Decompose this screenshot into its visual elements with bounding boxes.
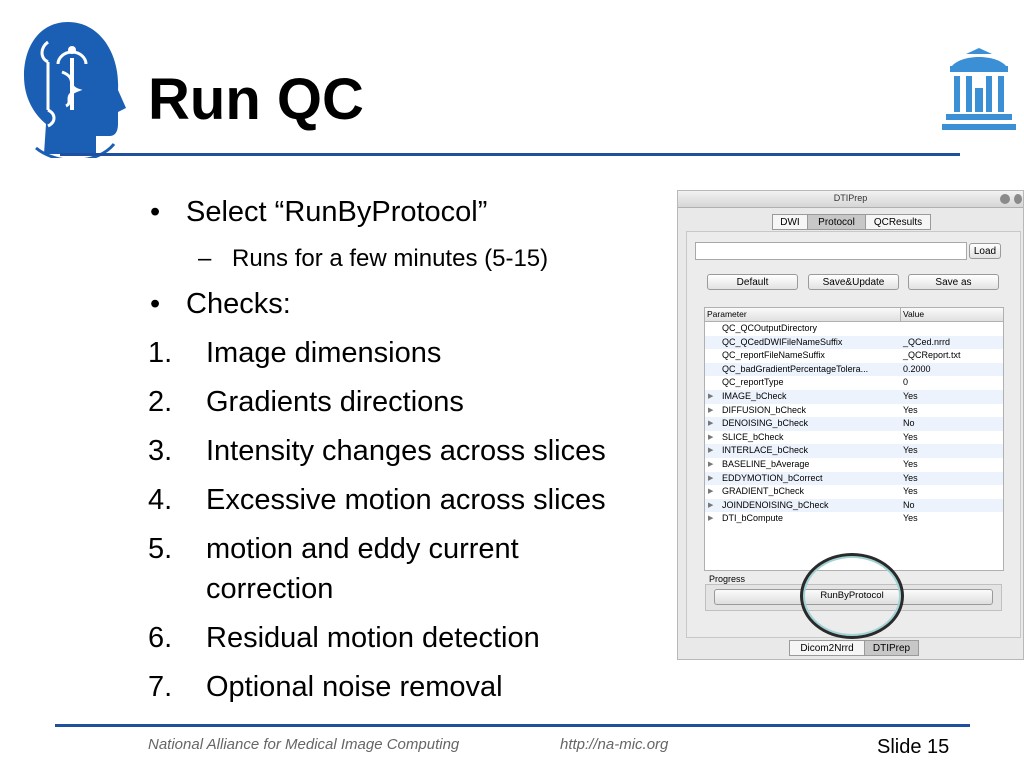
- column-header-value[interactable]: Value: [903, 309, 925, 319]
- parameter-cell: QC_reportFileNameSuffix: [722, 350, 825, 361]
- parameter-cell: JOINDENOISING_bCheck: [722, 499, 829, 510]
- table-row[interactable]: ▶ GRADIENT_bCheck Yes: [705, 485, 1003, 499]
- table-row[interactable]: ▶ DENOISING_bCheck No: [705, 417, 1003, 431]
- table-row[interactable]: QC_badGradientPercentageTolera... 0.2000: [705, 362, 1003, 377]
- dtiprep-window: DTIPrep DWI Protocol QCResults Load Defa…: [677, 190, 1024, 660]
- window-title: DTIPrep: [833, 193, 868, 203]
- progress-label: Progress: [709, 574, 746, 584]
- value-cell[interactable]: Yes: [903, 404, 918, 415]
- expand-arrow-icon[interactable]: ▶: [708, 420, 714, 428]
- window-titlebar: DTIPrep: [678, 191, 1023, 208]
- table-row[interactable]: ▶ BASELINE_bAverage Yes: [705, 458, 1003, 472]
- save-update-button[interactable]: Save&Update: [808, 274, 899, 290]
- value-cell[interactable]: _QCed.nrrd: [903, 336, 951, 347]
- column-header-parameter[interactable]: Parameter: [707, 309, 747, 319]
- parameter-cell: SLICE_bCheck: [722, 431, 784, 442]
- highlight-circle: [800, 553, 904, 639]
- tab-qcresults[interactable]: QCResults: [865, 214, 931, 230]
- window-minimize-icon[interactable]: [1000, 194, 1010, 204]
- value-cell[interactable]: Yes: [903, 513, 918, 524]
- slicer-head-logo-icon: [24, 22, 126, 158]
- window-close-icon[interactable]: [1014, 194, 1022, 204]
- footer-divider: [55, 724, 970, 727]
- footer-url[interactable]: http://na-mic.org: [560, 736, 669, 753]
- value-cell[interactable]: Yes: [903, 459, 918, 469]
- parameter-cell: IMAGE_bCheck: [722, 391, 787, 401]
- unc-old-well-logo-icon: [942, 48, 1016, 130]
- parameter-cell: INTERLACE_bCheck: [722, 445, 809, 456]
- expand-arrow-icon[interactable]: ▶: [708, 474, 714, 482]
- expand-arrow-icon[interactable]: ▶: [708, 501, 714, 509]
- value-cell[interactable]: _QCReport.txt: [903, 350, 961, 361]
- save-as-button[interactable]: Save as: [908, 274, 999, 290]
- value-cell[interactable]: No: [903, 499, 915, 510]
- protocol-path-input[interactable]: [695, 242, 967, 260]
- table-row[interactable]: ▶ SLICE_bCheck Yes: [705, 431, 1003, 445]
- expand-arrow-icon[interactable]: ▶: [708, 393, 714, 400]
- expand-arrow-icon[interactable]: ▶: [708, 515, 714, 523]
- load-button[interactable]: Load: [969, 243, 1001, 259]
- value-cell[interactable]: Yes: [903, 486, 918, 497]
- table-row[interactable]: QC_QCedDWIFileNameSuffix _QCed.nrrd: [705, 335, 1003, 350]
- value-cell[interactable]: 0: [903, 377, 909, 388]
- table-row[interactable]: ▶ INTERLACE_bCheck Yes: [705, 444, 1003, 458]
- value-cell[interactable]: 0.2000: [903, 363, 931, 374]
- table-row[interactable]: ▶ IMAGE_bCheck Yes: [705, 390, 1003, 404]
- parameter-cell: QC_reportType: [722, 377, 784, 388]
- table-row[interactable]: ▶ EDDYMOTION_bCorrect Yes: [705, 471, 1003, 486]
- bottom-tab-dtiprep[interactable]: DTIPrep: [864, 640, 919, 656]
- table-row[interactable]: QC_QCOutputDirectory: [705, 322, 1003, 336]
- bottom-tab-dicom2nrrd[interactable]: Dicom2Nrrd: [789, 640, 865, 656]
- parameter-cell: QC_badGradientPercentageTolera...: [722, 363, 869, 374]
- expand-arrow-icon[interactable]: ▶: [708, 406, 714, 414]
- parameter-cell: BASELINE_bAverage: [722, 459, 810, 469]
- value-cell[interactable]: Yes: [903, 445, 918, 456]
- value-cell[interactable]: Yes: [903, 391, 918, 401]
- parameter-cell: DIFFUSION_bCheck: [722, 404, 807, 415]
- expand-arrow-icon[interactable]: ▶: [708, 488, 714, 496]
- parameter-cell: DENOISING_bCheck: [722, 418, 809, 429]
- parameter-cell: DTI_bCompute: [722, 513, 784, 524]
- tab-protocol[interactable]: Protocol: [807, 214, 866, 230]
- table-row[interactable]: QC_reportFileNameSuffix _QCReport.txt: [705, 349, 1003, 363]
- expand-arrow-icon[interactable]: ▶: [708, 433, 714, 441]
- expand-arrow-icon[interactable]: ▶: [708, 461, 714, 468]
- table-row[interactable]: QC_reportType 0: [705, 376, 1003, 390]
- tab-dwi[interactable]: DWI: [772, 214, 808, 230]
- parameter-cell: GRADIENT_bCheck: [722, 486, 805, 497]
- footer-organization: National Alliance for Medical Image Comp…: [148, 736, 460, 753]
- expand-arrow-icon[interactable]: ▶: [708, 447, 714, 455]
- value-cell[interactable]: Yes: [903, 472, 918, 483]
- value-cell[interactable]: No: [903, 418, 915, 429]
- parameter-cell: EDDYMOTION_bCorrect: [722, 472, 823, 483]
- table-header: Parameter Value: [705, 308, 1003, 322]
- top-tab-bar: DWI Protocol QCResults: [678, 214, 1023, 232]
- table-row[interactable]: ▶ JOINDENOISING_bCheck No: [705, 498, 1003, 513]
- value-cell[interactable]: Yes: [903, 431, 918, 442]
- table-row[interactable]: ▶ DIFFUSION_bCheck Yes: [705, 404, 1003, 418]
- slide-number: Slide 15: [877, 736, 950, 758]
- slide-title: Run QC: [148, 67, 364, 132]
- parameter-cell: QC_QCedDWIFileNameSuffix: [722, 336, 843, 347]
- title-divider: [60, 153, 960, 156]
- parameter-cell: QC_QCOutputDirectory: [722, 323, 818, 333]
- table-row[interactable]: ▶ DTI_bCompute Yes: [705, 512, 1003, 526]
- default-button[interactable]: Default: [707, 274, 798, 290]
